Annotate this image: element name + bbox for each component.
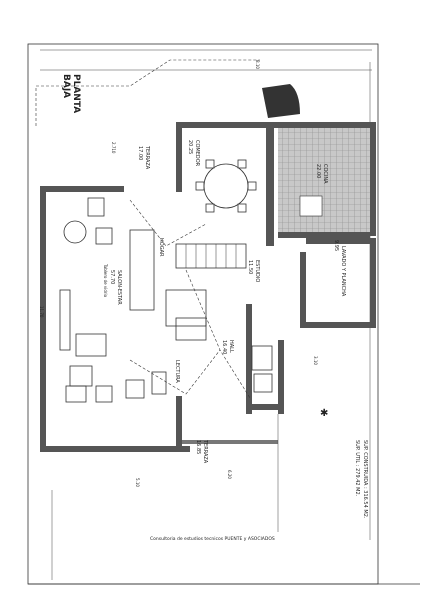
svg-text:9.95: 9.95 — [333, 240, 339, 251]
summary-block: SUP. CONSTRUIDA : 316.54 M2. SUP. UTIL :… — [354, 440, 368, 519]
circulation-3 — [129, 349, 221, 395]
dim-620: 6.20 — [227, 470, 232, 479]
stairs-upper — [175, 243, 247, 269]
svg-text:20.25: 20.25 — [187, 140, 193, 154]
round-table — [63, 220, 87, 244]
comedor-left-wall — [176, 122, 182, 192]
bath-basin — [253, 373, 273, 393]
comedor-label: COMEDOR 20.25 — [187, 140, 200, 167]
svg-text:8.10: 8.10 — [255, 60, 260, 69]
hall-bottom-wall — [246, 404, 282, 410]
armchair-3 — [69, 365, 93, 387]
svg-text:ESTUDIO: ESTUDIO — [254, 260, 260, 282]
reading-chair-2 — [151, 371, 167, 395]
stairs-landing — [175, 317, 207, 341]
lectura-bottom-wall — [40, 446, 190, 452]
kitchen-island — [299, 195, 323, 217]
svg-text:57.70: 57.70 — [109, 270, 115, 284]
svg-text:HOGAR: HOGAR — [158, 238, 164, 257]
terrace-rail — [182, 440, 278, 444]
svg-text:COMEDOR: COMEDOR — [194, 140, 200, 167]
hall-right-wall — [278, 340, 284, 414]
salon-label: SALON-ESTAR 57.70 Tablero de vidrio — [103, 263, 122, 305]
svg-text:16.85: 16.85 — [195, 440, 201, 454]
hall-label: HALL 16.40 — [221, 340, 234, 354]
fireplace-block — [129, 229, 155, 311]
circulation-2 — [185, 269, 251, 399]
roof-outline — [35, 59, 260, 126]
kitchen-bottom-wall — [278, 232, 370, 238]
svg-text:LAVADO Y PLANCHA: LAVADO Y PLANCHA — [340, 246, 346, 297]
lectura-label: LECTURA — [174, 360, 180, 383]
lavado-label: LAVADO Y PLANCHA 9.95 — [333, 240, 346, 297]
lectura-left-wall — [40, 340, 46, 450]
hogar-label: HOGAR — [158, 238, 164, 257]
corner-column — [262, 84, 300, 118]
stair-steps — [185, 244, 237, 268]
sofa-left — [59, 289, 71, 351]
svg-text:Tablero de vidrio: Tablero de vidrio — [103, 263, 108, 298]
svg-text:22.00: 22.00 — [315, 164, 321, 178]
svg-text:11.50: 11.50 — [247, 260, 253, 274]
kitchen-floor — [278, 128, 370, 232]
laundry-left-wall — [300, 252, 306, 328]
svg-text:LECTURA: LECTURA — [174, 360, 180, 383]
armchair-1 — [87, 197, 105, 217]
svg-text:HALL: HALL — [228, 340, 234, 353]
svg-text:SUP. CONSTRUIDA : 316.54 M2.: SUP. CONSTRUIDA : 316.54 M2. — [362, 440, 368, 519]
reading-chair-1 — [125, 379, 145, 399]
svg-text:6.20: 6.20 — [227, 470, 232, 479]
north-icon: ✱ — [320, 408, 328, 419]
dining-table — [195, 159, 257, 213]
dim-310: 3.10 — [313, 356, 318, 365]
laundry-bottom-wall — [306, 322, 376, 328]
svg-text:TERRAZA: TERRAZA — [202, 439, 208, 464]
desk-chair-1 — [65, 385, 87, 403]
laundry-right-wall — [370, 238, 376, 328]
svg-text:SALON-ESTAR: SALON-ESTAR — [116, 270, 122, 305]
salon-left-wall — [40, 186, 46, 346]
bath-fixture — [251, 345, 273, 371]
circulation-1 — [129, 199, 207, 247]
dim-1170: 11.70 — [39, 306, 44, 318]
comedor-top-wall — [176, 122, 266, 128]
estudio-label: ESTUDIO 11.50 — [247, 260, 260, 282]
svg-text:5.10: 5.10 — [135, 478, 140, 487]
coffee-table — [75, 333, 107, 357]
terraza-bottom-label: TERRAZA 16.85 — [195, 439, 208, 464]
title-line-1: PLANTA — [71, 74, 81, 113]
svg-text:2.710: 2.710 — [111, 142, 116, 154]
laundry-top-wall — [306, 238, 376, 244]
stairs-lower — [165, 289, 207, 327]
svg-text:SUP. UTIL : 279.42 M2.: SUP. UTIL : 279.42 M2. — [354, 440, 360, 497]
title-block: PLANTA BAJA — [61, 74, 81, 113]
kitchen-top-wall — [272, 122, 376, 128]
svg-text:COCINA: COCINA — [322, 164, 328, 184]
footer-text: Consultoria de estudios tecnicos PUENTE … — [150, 536, 275, 542]
cocina-label: COCINA 22.00 — [315, 164, 328, 184]
central-wall — [266, 122, 274, 246]
armchair-2 — [95, 227, 113, 245]
dim-510: 5.10 — [135, 478, 140, 487]
title-line-2: BAJA — [61, 74, 71, 98]
dim-810: 8.10 — [255, 60, 260, 69]
svg-text:17.00: 17.00 — [137, 146, 143, 160]
svg-text:3.10: 3.10 — [313, 356, 318, 365]
dim-2710: 2.710 — [111, 142, 116, 154]
lectura-right-wall — [176, 396, 182, 452]
svg-text:TERRAZA: TERRAZA — [144, 145, 150, 170]
svg-text:11.70: 11.70 — [39, 306, 44, 318]
desk-chair-2 — [95, 385, 113, 403]
svg-text:16.40: 16.40 — [221, 340, 227, 354]
hall-left-wall — [246, 304, 252, 414]
salon-top-wall — [40, 186, 124, 192]
terraza-top-label: TERRAZA 17.00 — [137, 145, 150, 170]
kitchen-right-wall — [370, 122, 376, 236]
